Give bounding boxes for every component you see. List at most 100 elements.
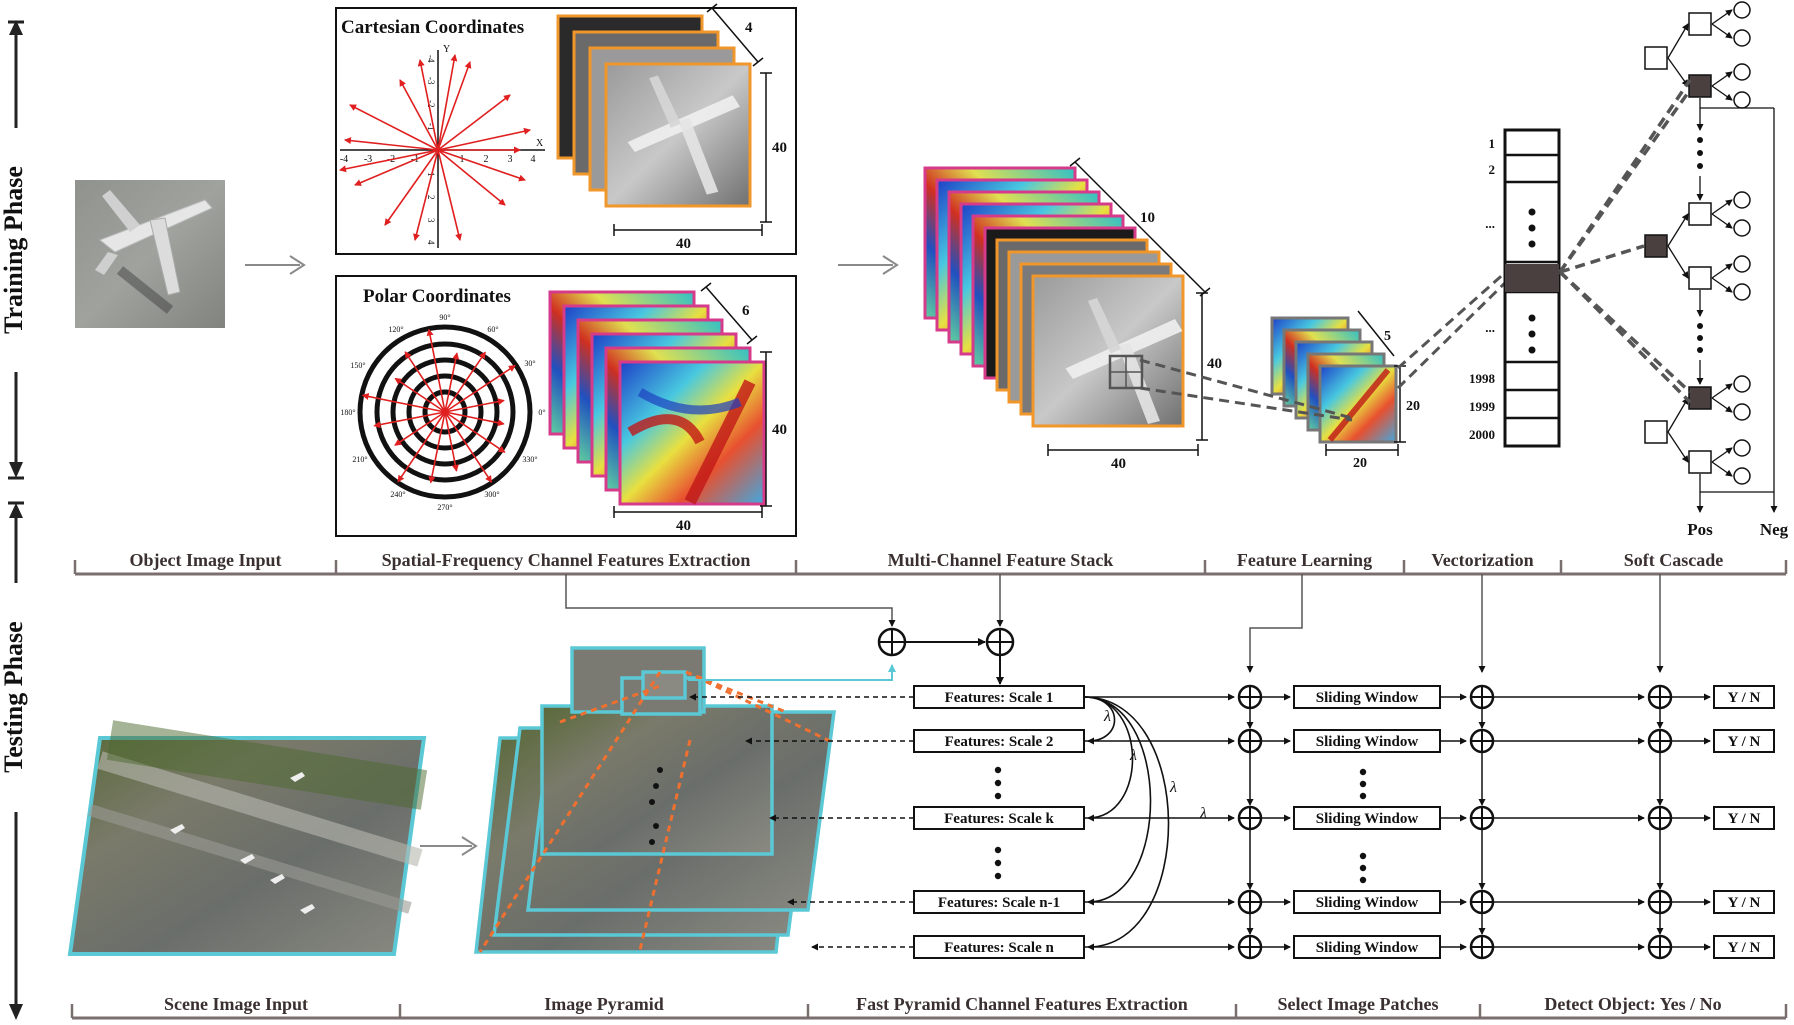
cartesian-x-tick: 3 [508, 154, 513, 165]
cascade-link [1560, 272, 1690, 392]
pyramid-ellipsis-dot [657, 767, 663, 773]
polar-angle-label: 30° [524, 359, 535, 368]
sliding-window-label: Sliding Window [1316, 690, 1419, 706]
cascade-active-node [1689, 75, 1711, 97]
cascade-active-node [1645, 235, 1667, 257]
testing-stage-label: Scene Image Input [164, 994, 308, 1014]
cartesian-y-tick: 3 [426, 218, 436, 223]
cascade-leaf [1734, 376, 1750, 392]
cascade-edge [1712, 264, 1732, 278]
vector-ellipsis-dot [1529, 241, 1536, 248]
multi-stack-height: 40 [1207, 356, 1222, 372]
cascade-leaf [1734, 284, 1750, 300]
cascade-neg-label: Neg [1760, 520, 1789, 539]
cascade-ellipsis-dot [1697, 150, 1703, 156]
cartesian-y-tick: -4 [426, 55, 436, 63]
cascade-edge [1668, 246, 1688, 278]
cascade-edge [1668, 214, 1688, 246]
vector-index-label: 2 [1489, 162, 1496, 177]
multi-stack-depth: 10 [1140, 210, 1155, 226]
cascade-link [1560, 246, 1644, 272]
vector-index-label: 2000 [1469, 427, 1495, 442]
feature-learning-height: 20 [1406, 399, 1420, 414]
decision-label: Y / N [1728, 690, 1761, 706]
cartesian-height: 40 [772, 140, 787, 156]
cascade-edge [1712, 214, 1732, 228]
polar-depth: 6 [742, 303, 750, 319]
cascade-link [1560, 90, 1690, 272]
image-pyramid [476, 648, 892, 952]
pyramid-to-combine-link [688, 665, 892, 680]
cascade-ellipsis-dot [1697, 323, 1703, 329]
vector-ellipsis-dot [1529, 225, 1536, 232]
cartesian-panel: Cartesian Coordinates X Y -4-3-2-11234 -… [336, 4, 796, 254]
multi-stack-width: 40 [1111, 456, 1126, 472]
cartesian-axis-y: Y [443, 44, 450, 55]
training-stage-label: Feature Learning [1237, 550, 1372, 570]
cascade-node [1689, 451, 1711, 473]
scale-feature-label: Features: Scale n-1 [938, 895, 1060, 911]
cascade-node [1689, 13, 1711, 35]
cascade-leaf [1734, 440, 1750, 456]
cascade-edge [1712, 448, 1732, 462]
feature-learning-width: 20 [1353, 456, 1367, 471]
vector-selected-cell [1505, 264, 1559, 292]
lambda-arc [1084, 697, 1151, 902]
pyramid-ellipsis-dot [649, 799, 655, 805]
sliding-window-label: Sliding Window [1316, 895, 1419, 911]
cartesian-channel-image [606, 64, 750, 206]
cascade-leaf [1734, 220, 1750, 236]
lambda-arc [1084, 697, 1169, 947]
scale-ellipsis-dot [1360, 793, 1366, 799]
feature-learning-depth: 5 [1384, 329, 1391, 344]
cascade-edge [1668, 432, 1688, 462]
scale-ellipsis-dot [995, 860, 1001, 866]
cartesian-y-tick: 2 [426, 195, 436, 200]
cartesian-x-tick: 2 [484, 154, 489, 165]
decision-label: Y / N [1728, 940, 1761, 956]
cascade-edge [1668, 24, 1688, 58]
scale-feature-label: Features: Scale 2 [945, 734, 1054, 750]
lambda-label: λ [1103, 708, 1111, 725]
decision-label: Y / N [1728, 734, 1761, 750]
pyramid-top [643, 672, 685, 698]
scale-ellipsis-dot [995, 780, 1001, 786]
cascade-edge [1712, 462, 1732, 476]
scale-feature-label: Features: Scale k [944, 811, 1054, 827]
cascade-edge [1712, 86, 1732, 100]
polar-angle-label: 180° [340, 408, 355, 417]
cascade-leaf [1734, 92, 1750, 108]
cartesian-depth: 4 [745, 20, 753, 36]
testing-phase-label: Testing Phase [0, 621, 28, 772]
pyramid-ellipsis-dot [653, 783, 659, 789]
training-to-testing-connectors [566, 574, 1660, 672]
object-image-input [75, 180, 225, 328]
polar-angle-label: 330° [522, 455, 537, 464]
testing-stage-label: Fast Pyramid Channel Features Extraction [856, 994, 1188, 1014]
cascade-edge [1712, 278, 1732, 292]
cascade-leaf [1734, 256, 1750, 272]
cascade-leaf [1734, 64, 1750, 80]
decision-label: Y / N [1728, 811, 1761, 827]
cascade-link [1560, 272, 1690, 402]
cascade-node [1645, 421, 1667, 443]
combine-node-2 [987, 629, 1013, 655]
vector-ellipsis-dot [1529, 209, 1536, 216]
vector-ellipsis-dot [1529, 347, 1536, 354]
decision-label: Y / N [1728, 895, 1761, 911]
scale-feature-label: Features: Scale 1 [945, 690, 1054, 706]
cascade-edge [1712, 384, 1732, 398]
polar-angle-label: 300° [484, 490, 499, 499]
training-stage-label: Multi-Channel Feature Stack [888, 550, 1114, 570]
testing-phase-marker: Testing Phase [0, 503, 28, 1020]
vector-index-label: 1998 [1469, 371, 1496, 386]
sliding-window-label: Sliding Window [1316, 940, 1419, 956]
polar-angle-label: 90° [439, 313, 450, 322]
scale-ellipsis-dot [1360, 877, 1366, 883]
vector-ellipsis-dot [1529, 331, 1536, 338]
scale-ellipsis-dot [995, 793, 1001, 799]
lambda-label: λ [1199, 805, 1207, 822]
